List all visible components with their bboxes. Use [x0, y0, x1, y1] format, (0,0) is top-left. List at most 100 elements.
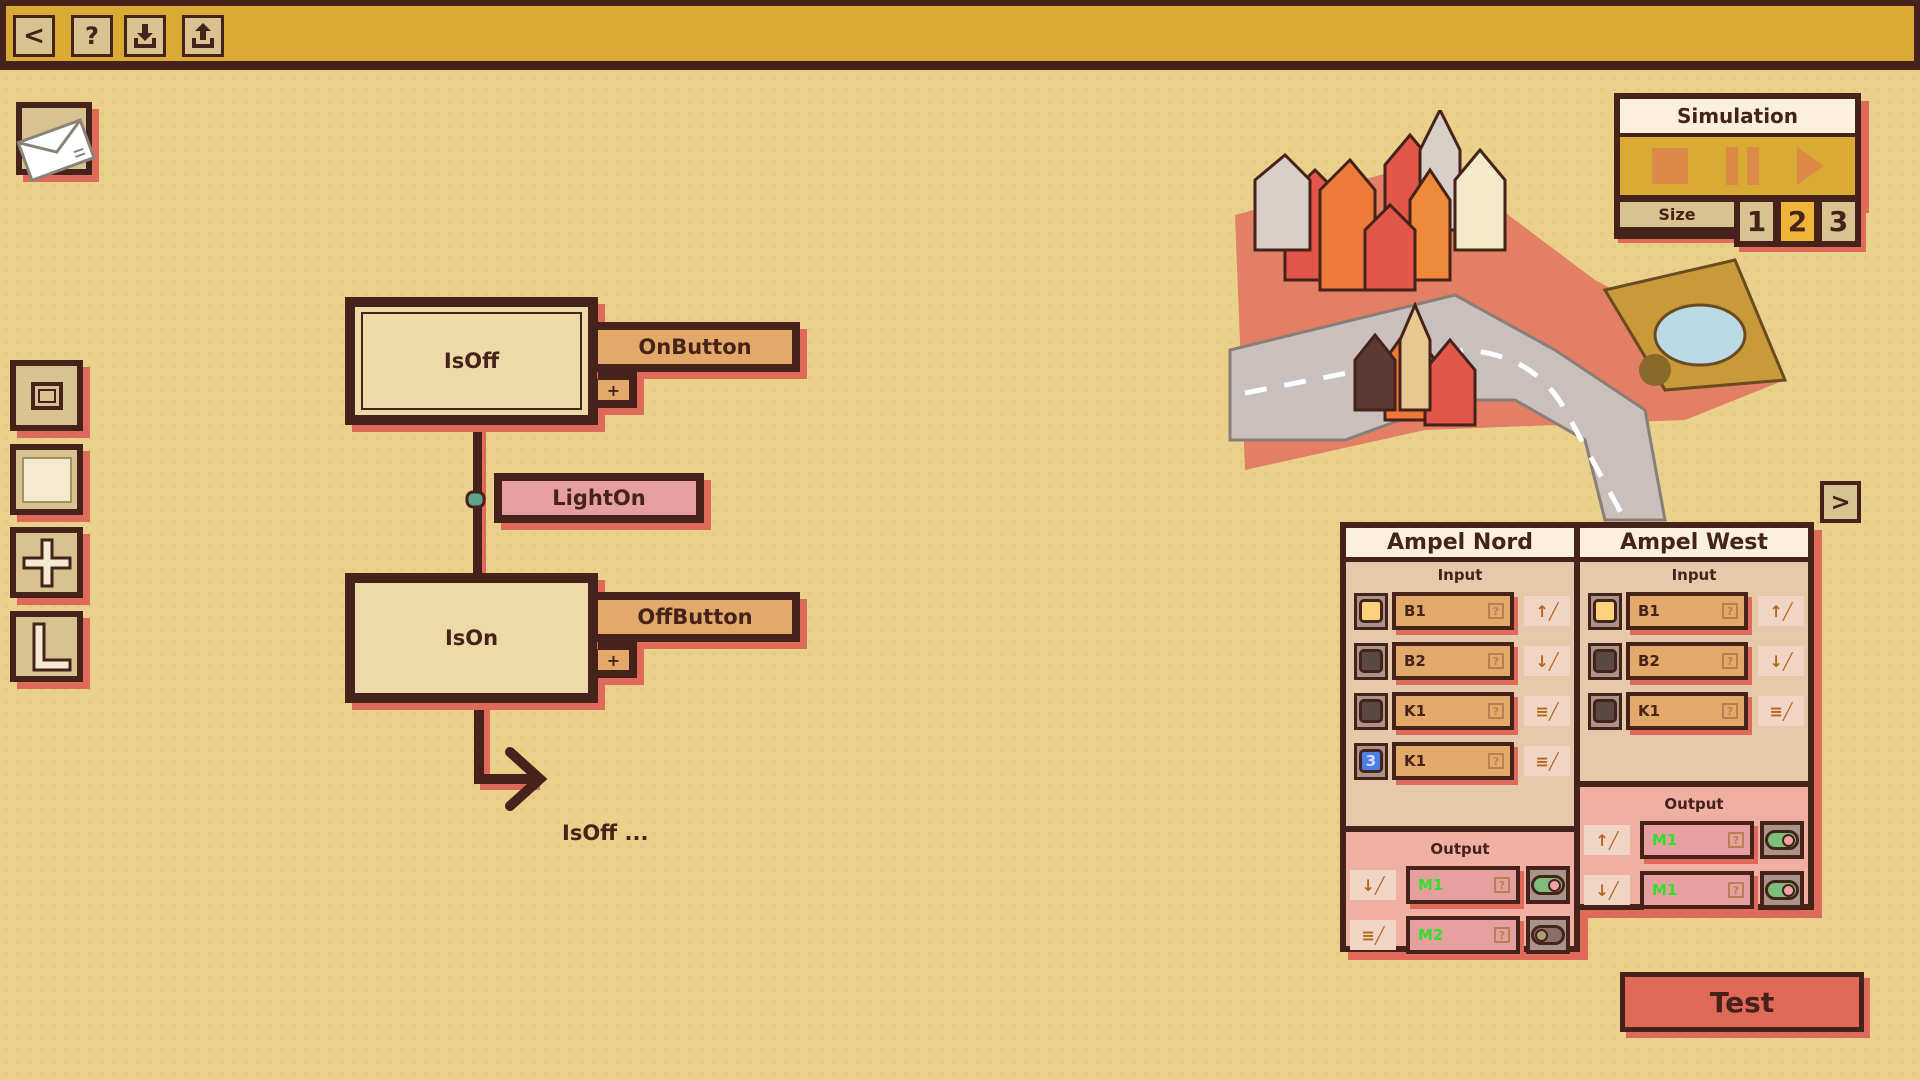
output-toggle[interactable] [1526, 916, 1570, 954]
input-signal-field[interactable]: B2? [1626, 642, 1748, 680]
state-node-isoff[interactable]: IsOff [345, 297, 598, 425]
size-2-button[interactable]: 2 [1781, 202, 1814, 241]
toggle-switch[interactable] [1531, 875, 1565, 895]
lamp-indicator [1593, 649, 1617, 673]
barrier-mode-icon[interactable]: ≡╱ [1758, 696, 1804, 726]
input-signal-field[interactable]: B1? [1392, 592, 1514, 630]
transition-lines [465, 425, 548, 811]
simulation-title: Simulation [1620, 99, 1855, 133]
add-trigger-button[interactable]: + [598, 372, 637, 408]
signal-name: M1 [1652, 881, 1678, 899]
play-button[interactable] [1796, 147, 1824, 185]
barrier-mode-icon[interactable]: ↓╱ [1758, 646, 1804, 676]
input-lamp[interactable]: 3 [1354, 742, 1388, 780]
output-toggle[interactable] [1526, 866, 1570, 904]
toggle-switch[interactable] [1531, 925, 1565, 945]
state-node-ison[interactable]: IsOn [345, 573, 598, 703]
output-toggle[interactable] [1760, 871, 1804, 909]
upload-icon [192, 23, 214, 48]
help-icon[interactable]: ? [1488, 603, 1504, 619]
help-icon[interactable]: ? [1494, 877, 1510, 893]
barrier-mode-icon[interactable]: ↑╱ [1524, 596, 1570, 626]
barrier-mode-icon[interactable]: ↓╱ [1524, 646, 1570, 676]
stop-button[interactable] [1651, 148, 1688, 184]
help-icon[interactable]: ? [1488, 653, 1504, 669]
output-signal-field[interactable]: M1? [1640, 821, 1754, 859]
output-toggle[interactable] [1760, 821, 1804, 859]
input-lamp[interactable] [1588, 642, 1622, 680]
barrier-mode-icon[interactable]: ↑╱ [1758, 596, 1804, 626]
size-3-button[interactable]: 3 [1822, 202, 1855, 241]
action-lighton[interactable]: LightOn [494, 473, 704, 523]
pause-button[interactable] [1725, 147, 1759, 185]
signal-name: K1 [1404, 752, 1427, 770]
input-signal-field[interactable]: B2? [1392, 642, 1514, 680]
signal-name: K1 [1404, 702, 1427, 720]
barrier-mode-icon[interactable]: ≡╱ [1350, 920, 1396, 950]
help-icon[interactable]: ? [1494, 927, 1510, 943]
download-button[interactable] [124, 15, 166, 57]
output-signal-field[interactable]: M1? [1406, 866, 1520, 904]
messages-button[interactable] [16, 102, 96, 182]
test-button[interactable]: Test [1620, 972, 1864, 1032]
output-label: Output [1664, 795, 1724, 813]
toggle-switch[interactable] [1765, 880, 1799, 900]
help-icon[interactable]: ? [1722, 603, 1738, 619]
size-1-button[interactable]: 1 [1740, 202, 1773, 241]
lamp-indicator [1359, 599, 1383, 623]
input-row: B2? ↓╱ [1354, 642, 1570, 680]
transition-target[interactable]: IsOff ... [562, 821, 649, 845]
input-lamp[interactable] [1588, 692, 1622, 730]
toggle-switch[interactable] [1765, 830, 1799, 850]
lamp-indicator: 3 [1359, 749, 1383, 773]
output-signal-field[interactable]: M1? [1640, 871, 1754, 909]
barrier-mode-icon[interactable]: ↓╱ [1584, 875, 1630, 905]
barrier-mode-icon[interactable]: ≡╱ [1524, 696, 1570, 726]
input-signal-field[interactable]: B1? [1626, 592, 1748, 630]
input-lamp[interactable] [1588, 592, 1622, 630]
plus-icon: + [606, 650, 621, 670]
signal-name: B2 [1404, 652, 1426, 670]
help-icon[interactable]: ? [1728, 832, 1744, 848]
barrier-mode-icon[interactable]: ↑╱ [1584, 825, 1630, 855]
help-icon[interactable]: ? [1488, 703, 1504, 719]
help-icon[interactable]: ? [1722, 653, 1738, 669]
size-label: Size [1620, 202, 1734, 227]
input-lamp[interactable] [1354, 692, 1388, 730]
signal-name: B1 [1404, 602, 1426, 620]
signal-name: B2 [1638, 652, 1660, 670]
tool-block[interactable] [10, 444, 83, 515]
city-preview [1228, 110, 1788, 522]
signal-name: M1 [1652, 831, 1678, 849]
help-icon[interactable]: ? [1488, 753, 1504, 769]
input-row: B1? ↑╱ [1354, 592, 1570, 630]
expand-panels-button[interactable]: > [1820, 481, 1861, 523]
input-row: K1? ≡╱ [1354, 692, 1570, 730]
help-icon[interactable]: ? [1728, 882, 1744, 898]
barrier-mode-icon[interactable]: ↓╱ [1350, 870, 1396, 900]
barrier-mode-icon[interactable]: ≡╱ [1524, 746, 1570, 776]
lamp-indicator [1593, 699, 1617, 723]
output-signal-field[interactable]: M2? [1406, 916, 1520, 954]
add-trigger-button[interactable]: + [598, 642, 637, 678]
tool-state[interactable] [10, 360, 83, 431]
input-signal-field[interactable]: K1? [1392, 742, 1514, 780]
input-lamp[interactable] [1354, 642, 1388, 680]
help-button[interactable]: ? [71, 15, 113, 57]
panel-title: Ampel West [1580, 528, 1808, 562]
panel-ampel-nord: Ampel Nord Input B1? ↑╱ B2? ↓╱ K1? ≡╱ 3 … [1340, 522, 1580, 954]
input-row: B1? ↑╱ [1588, 592, 1804, 630]
input-signal-field[interactable]: K1? [1392, 692, 1514, 730]
trigger-label: OnButton [638, 335, 752, 359]
cross-icon [22, 538, 71, 587]
trigger-onbutton[interactable]: OnButton [590, 322, 800, 372]
help-icon[interactable]: ? [1722, 703, 1738, 719]
input-signal-field[interactable]: K1? [1626, 692, 1748, 730]
tool-corner[interactable] [10, 611, 83, 682]
upload-button[interactable] [182, 15, 224, 57]
back-button[interactable]: < [13, 15, 55, 57]
trigger-offbutton[interactable]: OffButton [590, 592, 800, 642]
input-lamp[interactable] [1354, 592, 1388, 630]
tool-branch[interactable] [10, 527, 83, 598]
input-section: Input B1? ↑╱ B2? ↓╱ K1? ≡╱ 3 K1? ≡╱ [1346, 562, 1574, 832]
